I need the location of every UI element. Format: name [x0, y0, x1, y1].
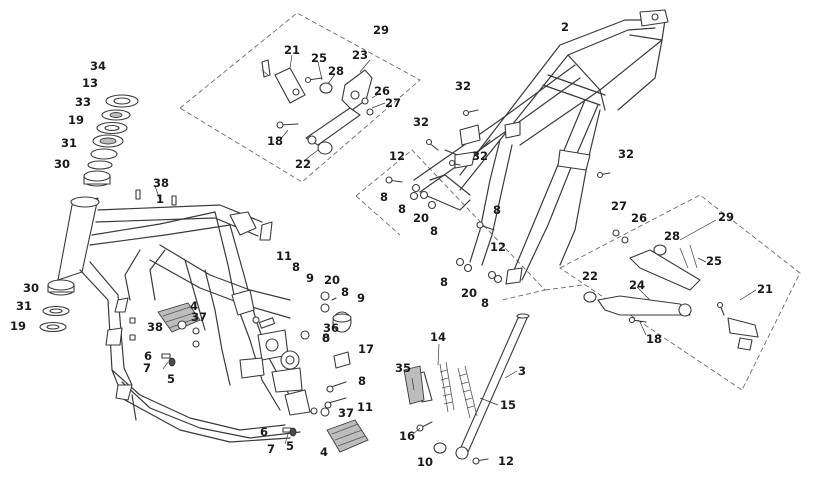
label-18a: 18 — [267, 134, 283, 148]
label-27b: 27 — [611, 199, 627, 213]
label-38a: 38 — [153, 176, 169, 190]
label-32a: 32 — [455, 79, 471, 93]
side-stand-assembly — [403, 313, 530, 465]
label-37a: 37 — [191, 310, 207, 324]
label-8-sub2: 8 — [398, 202, 406, 216]
footpeg-right — [326, 419, 369, 453]
label-35: 35 — [395, 361, 411, 375]
label-25a: 25 — [311, 51, 327, 65]
label-26b: 26 — [631, 211, 647, 225]
label-25b: 25 — [706, 254, 722, 268]
label-4a: 4 — [190, 299, 198, 313]
label-8-sub4: 8 — [493, 203, 501, 217]
label-32b: 32 — [413, 115, 429, 129]
label-6b: 6 — [260, 425, 268, 439]
label-20a: 20 — [324, 273, 340, 287]
label-21b: 21 — [757, 282, 773, 296]
subframe-bolts — [385, 109, 611, 284]
label-11a: 11 — [276, 249, 292, 263]
label-11b: 11 — [357, 400, 373, 414]
label-20c: 20 — [461, 286, 477, 300]
label-4b: 4 — [320, 445, 328, 459]
label-36: 36 — [323, 321, 339, 335]
label-37b: 37 — [338, 406, 354, 420]
label-10: 10 — [417, 455, 433, 469]
label-29a: 29 — [373, 23, 389, 37]
label-14: 14 — [430, 330, 446, 344]
label-6a: 6 — [144, 349, 152, 363]
label-12c: 12 — [498, 454, 514, 468]
rear-subframe — [413, 9, 669, 285]
label-23: 23 — [352, 48, 368, 62]
label-22a: 22 — [295, 157, 311, 171]
label-9b: 9 — [357, 291, 365, 305]
label-38b: 38 — [147, 320, 163, 334]
label-31a: 31 — [61, 136, 77, 150]
callout-labels: 1 2 3 4 4 5 5 6 6 7 7 8 8 8 8 8 8 8 8 8 … — [10, 20, 773, 469]
label-7b: 7 — [267, 442, 275, 456]
label-28b: 28 — [664, 229, 680, 243]
label-2: 2 — [561, 20, 569, 34]
label-1: 1 — [156, 192, 164, 206]
label-8-low: 8 — [358, 374, 366, 388]
label-12a: 12 — [389, 149, 405, 163]
label-8-sub3: 8 — [430, 224, 438, 238]
label-19b: 19 — [10, 319, 26, 333]
label-29b: 29 — [718, 210, 734, 224]
bearing-stack-top — [83, 94, 139, 187]
group-box-subframe — [355, 149, 546, 301]
label-32c: 32 — [472, 149, 488, 163]
label-18b: 18 — [646, 332, 662, 346]
label-8-sub5: 8 — [440, 275, 448, 289]
label-27a: 27 — [385, 96, 401, 110]
upper-footpeg-assembly — [261, 59, 374, 155]
label-32d: 32 — [618, 147, 634, 161]
label-5a: 5 — [167, 372, 175, 386]
label-28a: 28 — [328, 64, 344, 78]
label-15: 15 — [500, 398, 516, 412]
label-8-mount: 8 — [322, 331, 330, 345]
footpeg-left — [157, 302, 201, 333]
label-19a: 19 — [68, 113, 84, 127]
group-box-upper-footpeg — [179, 12, 421, 183]
label-8-mid: 8 — [341, 285, 349, 299]
label-12b: 12 — [490, 240, 506, 254]
label-34: 34 — [90, 59, 106, 73]
label-30a: 30 — [54, 157, 70, 171]
footpeg-pins — [129, 189, 318, 445]
label-8-sub6: 8 — [481, 296, 489, 310]
lower-footpeg-assembly — [583, 229, 759, 351]
label-5b: 5 — [286, 439, 294, 453]
label-3: 3 — [518, 364, 526, 378]
label-13: 13 — [82, 76, 98, 90]
engine-mount-hardware — [252, 291, 352, 417]
label-16: 16 — [399, 429, 415, 443]
label-21a: 21 — [284, 43, 300, 57]
label-22b: 22 — [582, 269, 598, 283]
label-31b: 31 — [16, 299, 32, 313]
bearing-stack-bottom — [39, 279, 75, 333]
label-24: 24 — [629, 278, 645, 292]
label-8-frame: 8 — [292, 260, 300, 274]
label-26a: 26 — [374, 84, 390, 98]
main-frame — [57, 196, 311, 443]
label-9a: 9 — [306, 271, 314, 285]
leader-lines — [154, 54, 757, 436]
label-30b: 30 — [23, 281, 39, 295]
group-box-lower-footpeg — [559, 194, 801, 391]
label-20b: 20 — [413, 211, 429, 225]
label-7a: 7 — [143, 361, 151, 375]
label-33: 33 — [75, 95, 91, 109]
label-17: 17 — [358, 342, 374, 356]
label-8-sub1: 8 — [380, 190, 388, 204]
